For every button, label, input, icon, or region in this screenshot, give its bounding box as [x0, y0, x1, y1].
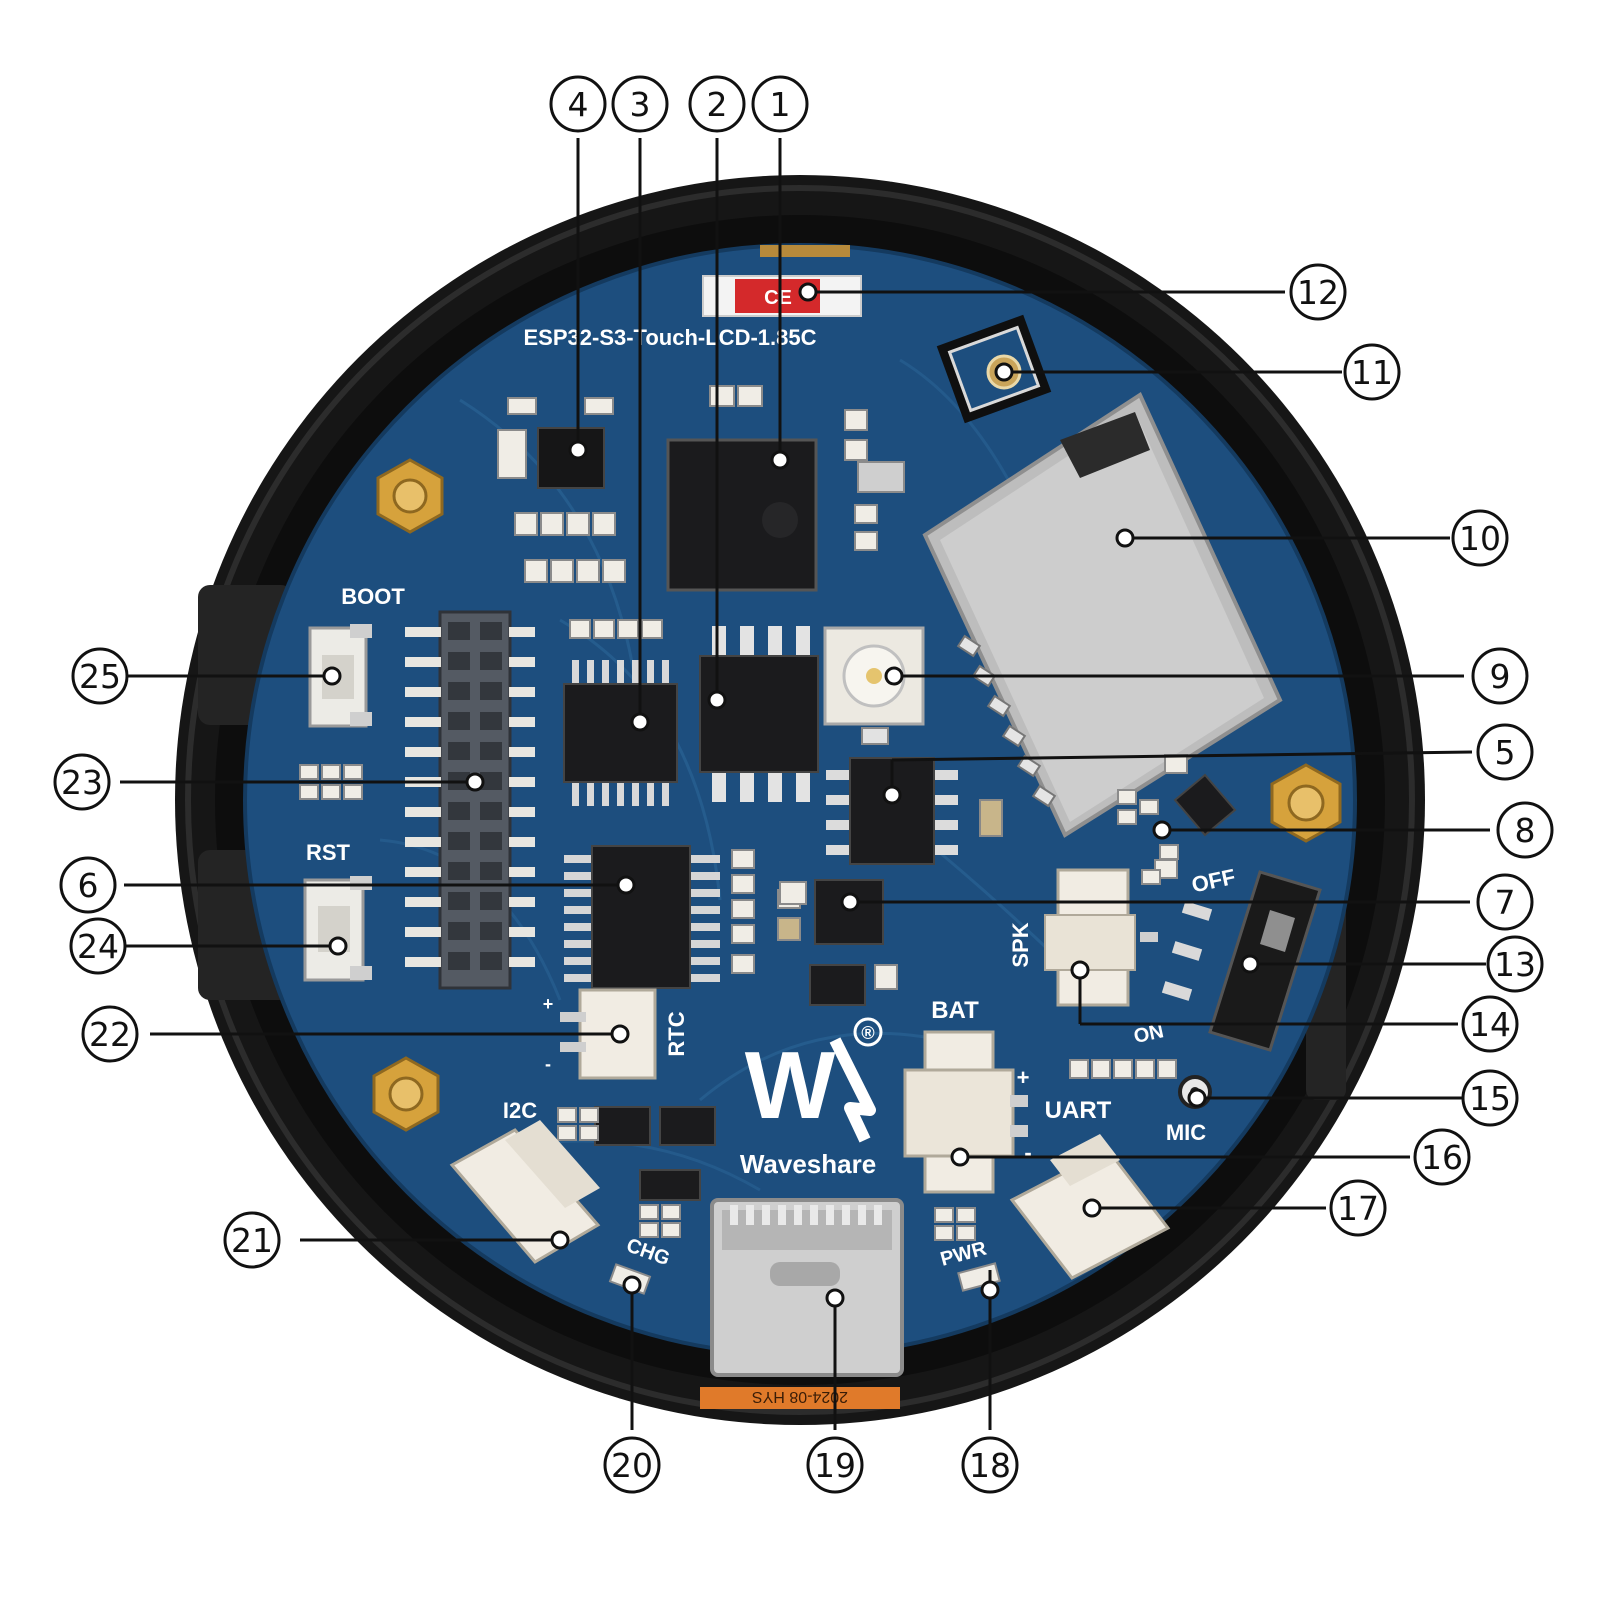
callout-leaders	[120, 138, 1490, 1430]
callout-13: 13	[1486, 935, 1544, 993]
callout-16: 16	[1413, 1128, 1471, 1186]
boot-label: BOOT	[341, 584, 405, 609]
callout-1-number: 1	[770, 85, 791, 124]
callout-7-number: 7	[1495, 883, 1516, 922]
bat-minus-label: -	[1024, 1140, 1031, 1165]
standoff-top-left	[376, 458, 444, 534]
fpc-date-label: 2024-08 HYS	[752, 1388, 848, 1405]
callout-13-number: 13	[1494, 945, 1536, 984]
registered-mark: ®	[861, 1023, 874, 1043]
callout-22-number: 22	[89, 1015, 131, 1054]
callout-12: 12	[1289, 263, 1347, 321]
psram-chip	[699, 626, 819, 802]
callout-18: 18	[961, 1436, 1019, 1494]
callout-16-number: 16	[1421, 1138, 1463, 1177]
fpc-ribbon	[700, 1387, 900, 1409]
rtc-minus-label: -	[545, 1054, 551, 1074]
bat-plus-label: +	[1017, 1065, 1030, 1090]
callout-6-number: 6	[78, 866, 99, 905]
callout-5: 5	[1476, 723, 1534, 781]
waveshare-label: Waveshare	[740, 1149, 876, 1179]
standoff-right	[1270, 763, 1342, 843]
callout-24: 24	[69, 917, 127, 975]
usb-c-port	[710, 1198, 904, 1377]
mic-label: MIC	[1166, 1120, 1206, 1145]
callout-11-number: 11	[1351, 353, 1393, 392]
waveshare-logo: W ® Waveshare	[740, 1017, 883, 1179]
callout-25: 25	[71, 647, 129, 705]
mosfet-pair	[594, 1106, 716, 1201]
waveshare-logo-mark: W	[745, 1032, 836, 1139]
power-switch	[1161, 870, 1322, 1052]
callout-18-number: 18	[969, 1446, 1011, 1485]
callout-15: 15	[1461, 1069, 1519, 1127]
callout-5-number: 5	[1495, 733, 1516, 772]
callout-17-number: 17	[1337, 1189, 1379, 1228]
reset-button	[303, 876, 372, 982]
gpio-pin-header	[299, 610, 535, 990]
rtc-label: RTC	[664, 1011, 689, 1056]
callout-20-number: 20	[611, 1446, 653, 1485]
uart-label: UART	[1045, 1097, 1112, 1124]
top-edge-pins	[760, 245, 850, 257]
antenna-connector	[936, 314, 1052, 424]
callout-22: 22	[81, 1005, 139, 1063]
passive-components-bottom	[557, 1059, 1177, 1241]
callout-8-number: 8	[1515, 811, 1536, 850]
sd-card-slot	[922, 392, 1283, 838]
audio-codec-chip	[563, 660, 678, 806]
flash-chip	[537, 427, 605, 489]
callout-3-number: 3	[630, 85, 651, 124]
i2c-label: I2C	[503, 1098, 537, 1123]
rst-label: RST	[306, 840, 351, 865]
passive-components-center	[731, 754, 1188, 990]
callout-3: 3	[611, 75, 669, 133]
callout-4-number: 4	[568, 85, 589, 124]
potentiometer	[823, 626, 925, 745]
callout-12-number: 12	[1297, 273, 1339, 312]
callout-14-number: 14	[1469, 1005, 1511, 1044]
i2c-connector	[449, 1120, 601, 1264]
charger-chip	[809, 879, 884, 1006]
rtc-plus-label: +	[543, 994, 554, 1014]
callout-21: 21	[223, 1211, 281, 1269]
callout-6: 6	[59, 856, 117, 914]
callout-20: 20	[603, 1436, 661, 1494]
bat-label: BAT	[931, 997, 979, 1024]
board-title: ESP32-S3-Touch-LCD-1.85C	[524, 325, 817, 350]
callout-7: 7	[1476, 873, 1534, 931]
callout-1: 1	[751, 75, 809, 133]
callout-9: 9	[1471, 647, 1529, 705]
passive-components-top-left	[497, 385, 905, 639]
speaker-connector	[1044, 868, 1158, 1007]
callout-23: 23	[53, 753, 111, 811]
callout-11: 11	[1343, 343, 1401, 401]
audio-amp-chip	[564, 845, 720, 989]
callout-17: 17	[1329, 1179, 1387, 1237]
svg-text:CE: CE	[764, 287, 792, 309]
callout-8: 8	[1496, 801, 1554, 859]
callout-4: 4	[549, 75, 607, 133]
callout-23-number: 23	[61, 763, 103, 802]
callout-9-number: 9	[1490, 657, 1511, 696]
callout-10-number: 10	[1459, 519, 1501, 558]
spk-label: SPK	[1008, 922, 1033, 967]
callout-25-number: 25	[79, 657, 121, 696]
callout-21-number: 21	[231, 1221, 273, 1260]
standoff-bottom-left	[372, 1056, 440, 1132]
callout-10: 10	[1451, 509, 1509, 567]
esp32-s3-chip	[666, 438, 818, 592]
callout-2: 2	[688, 75, 746, 133]
callout-anchor-dots	[322, 282, 1260, 1308]
ldo-chip	[1117, 773, 1237, 885]
callout-24-number: 24	[77, 927, 119, 966]
callout-19-number: 19	[814, 1446, 856, 1485]
callout-15-number: 15	[1469, 1079, 1511, 1118]
callout-2-number: 2	[707, 85, 728, 124]
callout-14: 14	[1461, 995, 1519, 1053]
top-connector-label: CE	[702, 275, 862, 317]
callout-19: 19	[806, 1436, 864, 1494]
